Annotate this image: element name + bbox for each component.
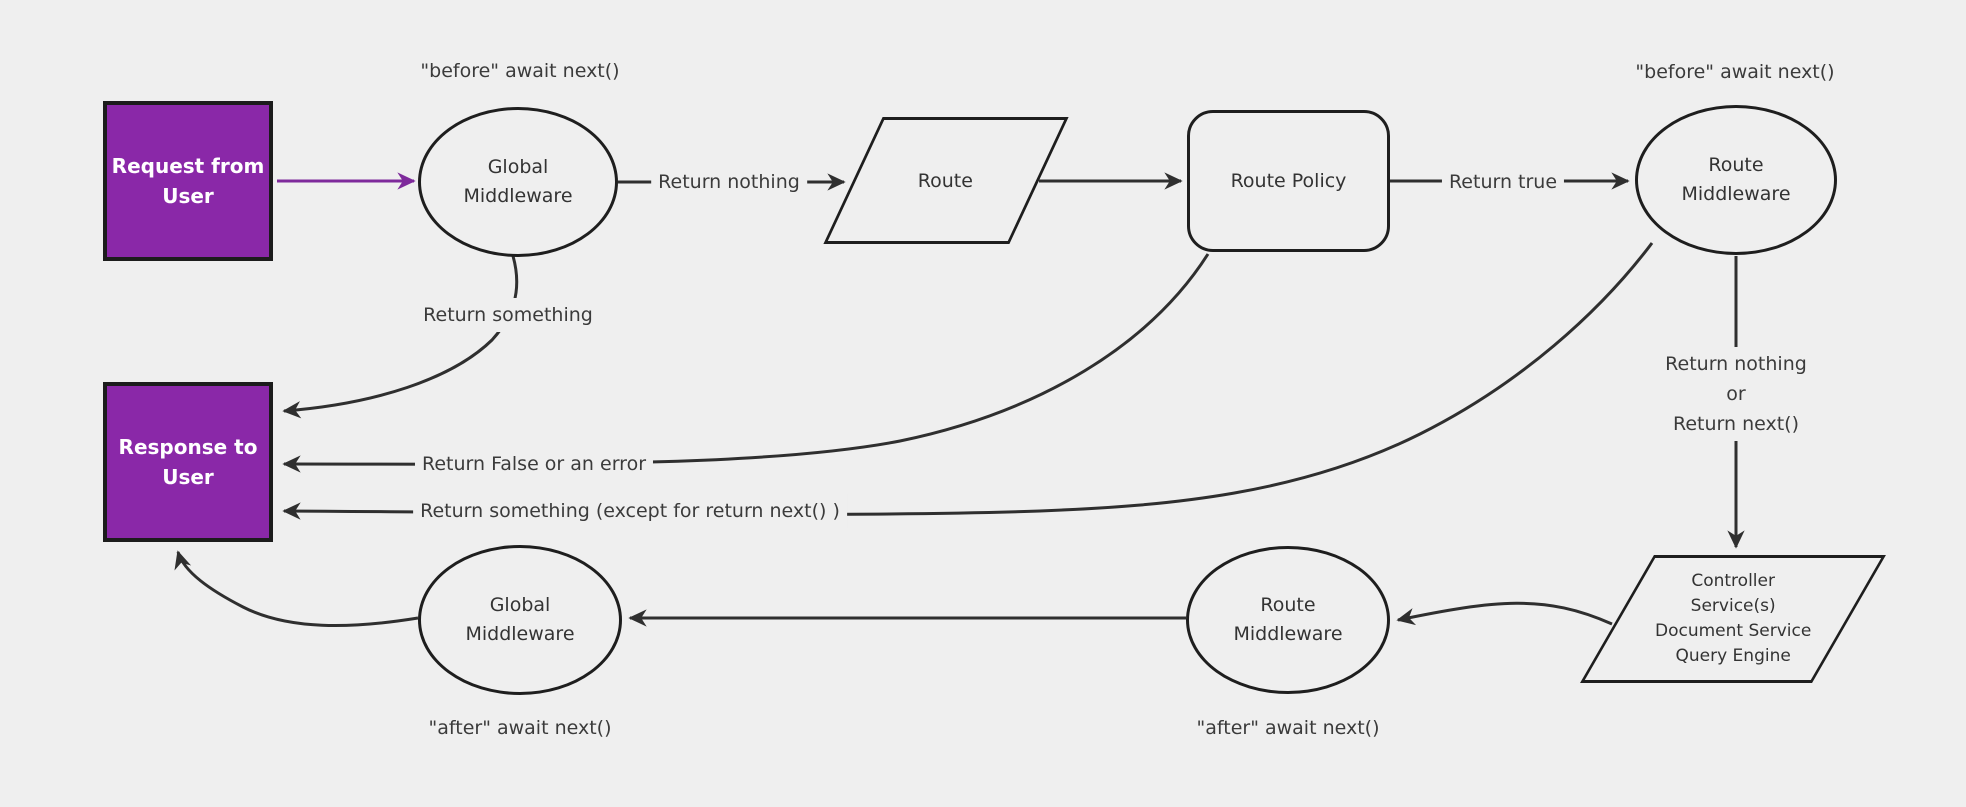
- request-from-user-node: Request from User: [103, 101, 273, 261]
- route-middleware-top-label-line2: Middleware: [1681, 183, 1791, 205]
- label-return-false-or-error: Return False or an error: [414, 447, 654, 481]
- controller-label-line4: Query Engine: [1675, 646, 1791, 666]
- global-middleware-top-node: Global Middleware: [418, 107, 618, 257]
- label-return-nothing-or-next-line1: Return nothing: [1665, 353, 1807, 375]
- label-return-nothing-or-next: Return nothing or Return next(): [1658, 347, 1814, 441]
- edge-controller-to-route-middleware-bottom: [1396, 601, 1613, 626]
- response-to-user-node: Response to User: [103, 382, 273, 542]
- global-middleware-bottom-node: Global Middleware: [418, 545, 622, 695]
- label-return-nothing: Return nothing: [651, 165, 807, 199]
- edge-return-false-to-response: [282, 253, 1210, 473]
- route-policy-label: Route Policy: [1230, 170, 1347, 192]
- label-after-await-next-global: "after" await next(): [428, 717, 612, 739]
- route-middleware-top-label-line1: Route: [1708, 154, 1764, 176]
- label-return-something-except: Return something (except for return next…: [413, 494, 847, 528]
- response-to-user-label-line2: User: [162, 465, 214, 489]
- route-middleware-bottom-label-line2: Middleware: [1233, 623, 1343, 645]
- global-middleware-top-label-line1: Global: [487, 156, 549, 178]
- label-before-await-next-route: "before" await next(): [1635, 61, 1835, 83]
- label-return-nothing-or-next-line2: or: [1726, 383, 1746, 405]
- label-before-await-next-global: "before" await next(): [420, 60, 620, 82]
- route-middleware-bottom-node: Route Middleware: [1186, 546, 1390, 694]
- route-middleware-bottom-label-line1: Route: [1260, 594, 1316, 616]
- global-middleware-bottom-label-line1: Global: [489, 594, 551, 616]
- response-to-user-label-line1: Response to: [118, 435, 258, 459]
- controller-label-line1: Controller: [1691, 571, 1775, 591]
- label-after-await-next-route: "after" await next(): [1196, 717, 1380, 739]
- label-return-something: Return something: [416, 298, 600, 332]
- controller-label-line2: Service(s): [1690, 596, 1776, 616]
- global-middleware-bottom-label-line2: Middleware: [465, 623, 575, 645]
- edge-return-something-to-response: [282, 255, 519, 419]
- label-return-true: Return true: [1441, 165, 1565, 199]
- edge-global-middleware-bottom-to-response: [174, 550, 419, 628]
- route-middleware-top-node: Route Middleware: [1635, 105, 1837, 255]
- route-label: Route: [918, 169, 974, 192]
- request-from-user-label-line2: User: [162, 184, 214, 208]
- route-policy-node: Route Policy: [1187, 110, 1390, 252]
- request-from-user-label-line1: Request from: [111, 154, 265, 178]
- label-return-nothing-or-next-line3: Return next(): [1672, 413, 1800, 435]
- controller-label-line3: Document Service: [1654, 621, 1812, 641]
- global-middleware-top-label-line2: Middleware: [463, 185, 573, 207]
